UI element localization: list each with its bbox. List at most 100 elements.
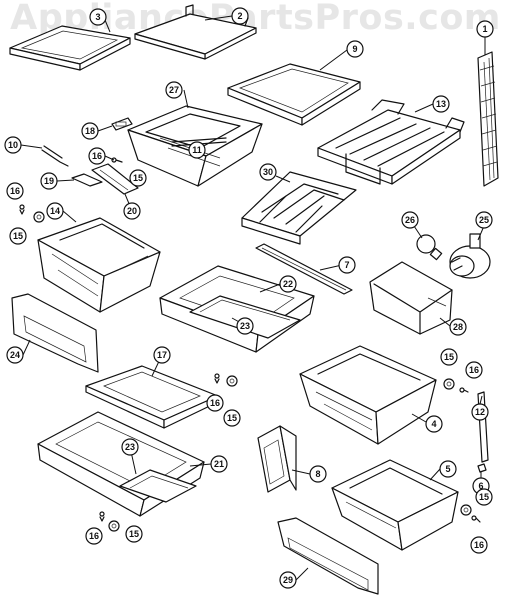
part-12-rail[interactable] [477, 391, 489, 463]
part-16-screw[interactable] [19, 204, 25, 215]
part-2-shelf[interactable] [134, 4, 257, 60]
part-30-crisper-cover[interactable] [241, 171, 357, 245]
svg-text:24: 24 [10, 350, 20, 360]
part-27-drawer-cover[interactable] [127, 105, 263, 187]
part-16-screw[interactable] [111, 157, 123, 163]
svg-text:16: 16 [89, 531, 99, 541]
svg-text:3: 3 [95, 12, 100, 22]
callout-16[interactable]: 16 [465, 361, 483, 379]
callout-16[interactable]: 16 [206, 394, 224, 412]
svg-text:14: 14 [50, 206, 60, 216]
part-6-clip[interactable] [477, 463, 487, 473]
callout-5[interactable]: 5 [439, 460, 457, 478]
part-5-drawer[interactable] [331, 459, 459, 551]
svg-text:4: 4 [431, 419, 436, 429]
callout-27[interactable]: 27 [165, 81, 183, 99]
part-15-roller[interactable] [443, 378, 455, 390]
callout-21[interactable]: 21 [210, 455, 228, 473]
callout-26[interactable]: 26 [401, 211, 419, 229]
callout-15[interactable]: 15 [223, 409, 241, 427]
part-16-screw[interactable] [214, 373, 220, 384]
callout-4[interactable]: 4 [425, 415, 443, 433]
part-18-control-knob[interactable] [111, 117, 133, 131]
callout-18[interactable]: 18 [81, 122, 99, 140]
part-15-roller[interactable] [33, 211, 45, 223]
callout-15[interactable]: 15 [475, 488, 493, 506]
part-24-drawer-front[interactable] [11, 293, 99, 373]
svg-text:11: 11 [192, 145, 202, 155]
callout-14[interactable]: 14 [46, 202, 64, 220]
part-15-roller[interactable] [226, 375, 238, 387]
svg-text:12: 12 [475, 407, 485, 417]
callout-28[interactable]: 28 [449, 318, 467, 336]
part-16-screw[interactable] [471, 515, 481, 523]
callout-9[interactable]: 9 [346, 40, 364, 58]
part-23-glass[interactable] [119, 469, 197, 503]
callout-25[interactable]: 25 [475, 211, 493, 229]
callout-10[interactable]: 10 [4, 136, 22, 154]
callout-23[interactable]: 23 [121, 438, 139, 456]
callout-16[interactable]: 16 [88, 147, 106, 165]
callout-19[interactable]: 19 [40, 172, 58, 190]
part-14-crisper-drawer[interactable] [37, 217, 161, 313]
part-21-pan[interactable] [37, 411, 205, 517]
callout-17[interactable]: 17 [153, 346, 171, 364]
part-9-shelf[interactable] [227, 63, 361, 126]
callout-29[interactable]: 29 [279, 571, 297, 589]
svg-text:7: 7 [344, 260, 349, 270]
part-20-slide[interactable] [91, 163, 139, 195]
part-25-light-socket[interactable] [449, 233, 491, 279]
part-15-roller[interactable] [108, 520, 120, 532]
callout-30[interactable]: 30 [259, 163, 277, 181]
part-1-vertical-rail[interactable] [477, 51, 499, 187]
svg-text:16: 16 [10, 186, 20, 196]
svg-text:23: 23 [125, 442, 135, 452]
svg-text:15: 15 [479, 492, 489, 502]
callout-12[interactable]: 12 [471, 403, 489, 421]
callout-24[interactable]: 24 [6, 346, 24, 364]
part-3-shelf-frame[interactable] [9, 25, 131, 71]
callout-11[interactable]: 11 [188, 141, 206, 159]
part-15-roller[interactable] [460, 504, 472, 516]
svg-text:16: 16 [92, 151, 102, 161]
part-16-screw[interactable] [99, 511, 105, 522]
part-26-bulb[interactable] [416, 234, 443, 261]
part-28-light-shield[interactable] [369, 261, 453, 335]
callout-16[interactable]: 16 [85, 527, 103, 545]
svg-text:15: 15 [129, 529, 139, 539]
callout-15[interactable]: 15 [440, 348, 458, 366]
callout-3[interactable]: 3 [89, 8, 107, 26]
callout-16[interactable]: 16 [6, 182, 24, 200]
part-29-drawer-front[interactable] [277, 517, 379, 595]
part-7-rail[interactable] [255, 243, 353, 295]
svg-text:25: 25 [479, 215, 489, 225]
callout-8[interactable]: 8 [309, 465, 327, 483]
callout-15[interactable]: 15 [129, 169, 147, 187]
callout-15[interactable]: 15 [125, 525, 143, 543]
svg-text:5: 5 [445, 464, 450, 474]
part-19-bar[interactable] [71, 173, 103, 187]
part-8-cover[interactable] [257, 425, 297, 493]
part-4-crisper-drawer[interactable] [299, 345, 437, 445]
svg-text:17: 17 [157, 350, 167, 360]
part-13-bracket-frame[interactable] [317, 99, 465, 185]
svg-text:16: 16 [210, 398, 220, 408]
callout-20[interactable]: 20 [123, 202, 141, 220]
svg-text:18: 18 [85, 126, 95, 136]
callout-7[interactable]: 7 [338, 256, 356, 274]
callout-2[interactable]: 2 [231, 7, 249, 25]
svg-text:2: 2 [237, 11, 242, 21]
callout-13[interactable]: 13 [432, 95, 450, 113]
svg-text:15: 15 [444, 352, 454, 362]
svg-text:28: 28 [453, 322, 463, 332]
callout-23[interactable]: 23 [236, 317, 254, 335]
callout-22[interactable]: 22 [279, 275, 297, 293]
part-10-wire[interactable] [41, 145, 69, 167]
part-16-screw[interactable] [459, 387, 469, 393]
callout-15[interactable]: 15 [9, 227, 27, 245]
callout-16[interactable]: 16 [470, 536, 488, 554]
svg-text:21: 21 [214, 459, 224, 469]
callout-1[interactable]: 1 [476, 20, 494, 38]
